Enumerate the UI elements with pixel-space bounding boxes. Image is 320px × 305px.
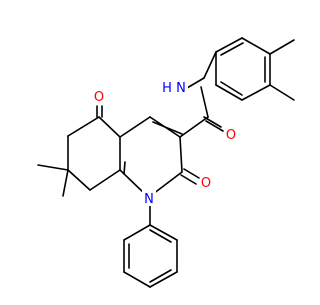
atom-labels: O O O N H N	[92, 80, 239, 207]
atom-oxygen-lactam: O	[201, 176, 211, 191]
atom-nitrogen-ring: N	[144, 192, 154, 207]
atom-nitrogen-amide: N	[176, 81, 186, 96]
molecule-structure: O O O N H N	[37, 37, 295, 288]
bonds-dimethylphenyl	[186, 37, 295, 101]
bonds-n-phenyl	[123, 204, 178, 288]
atom-oxygen-amide: O	[226, 128, 236, 143]
atom-oxygen-ketone: O	[94, 90, 104, 105]
bonds-core	[37, 86, 224, 197]
atom-hydrogen-amide: H	[162, 81, 172, 96]
molecule-canvas: O O O N H N	[37, 37, 295, 288]
